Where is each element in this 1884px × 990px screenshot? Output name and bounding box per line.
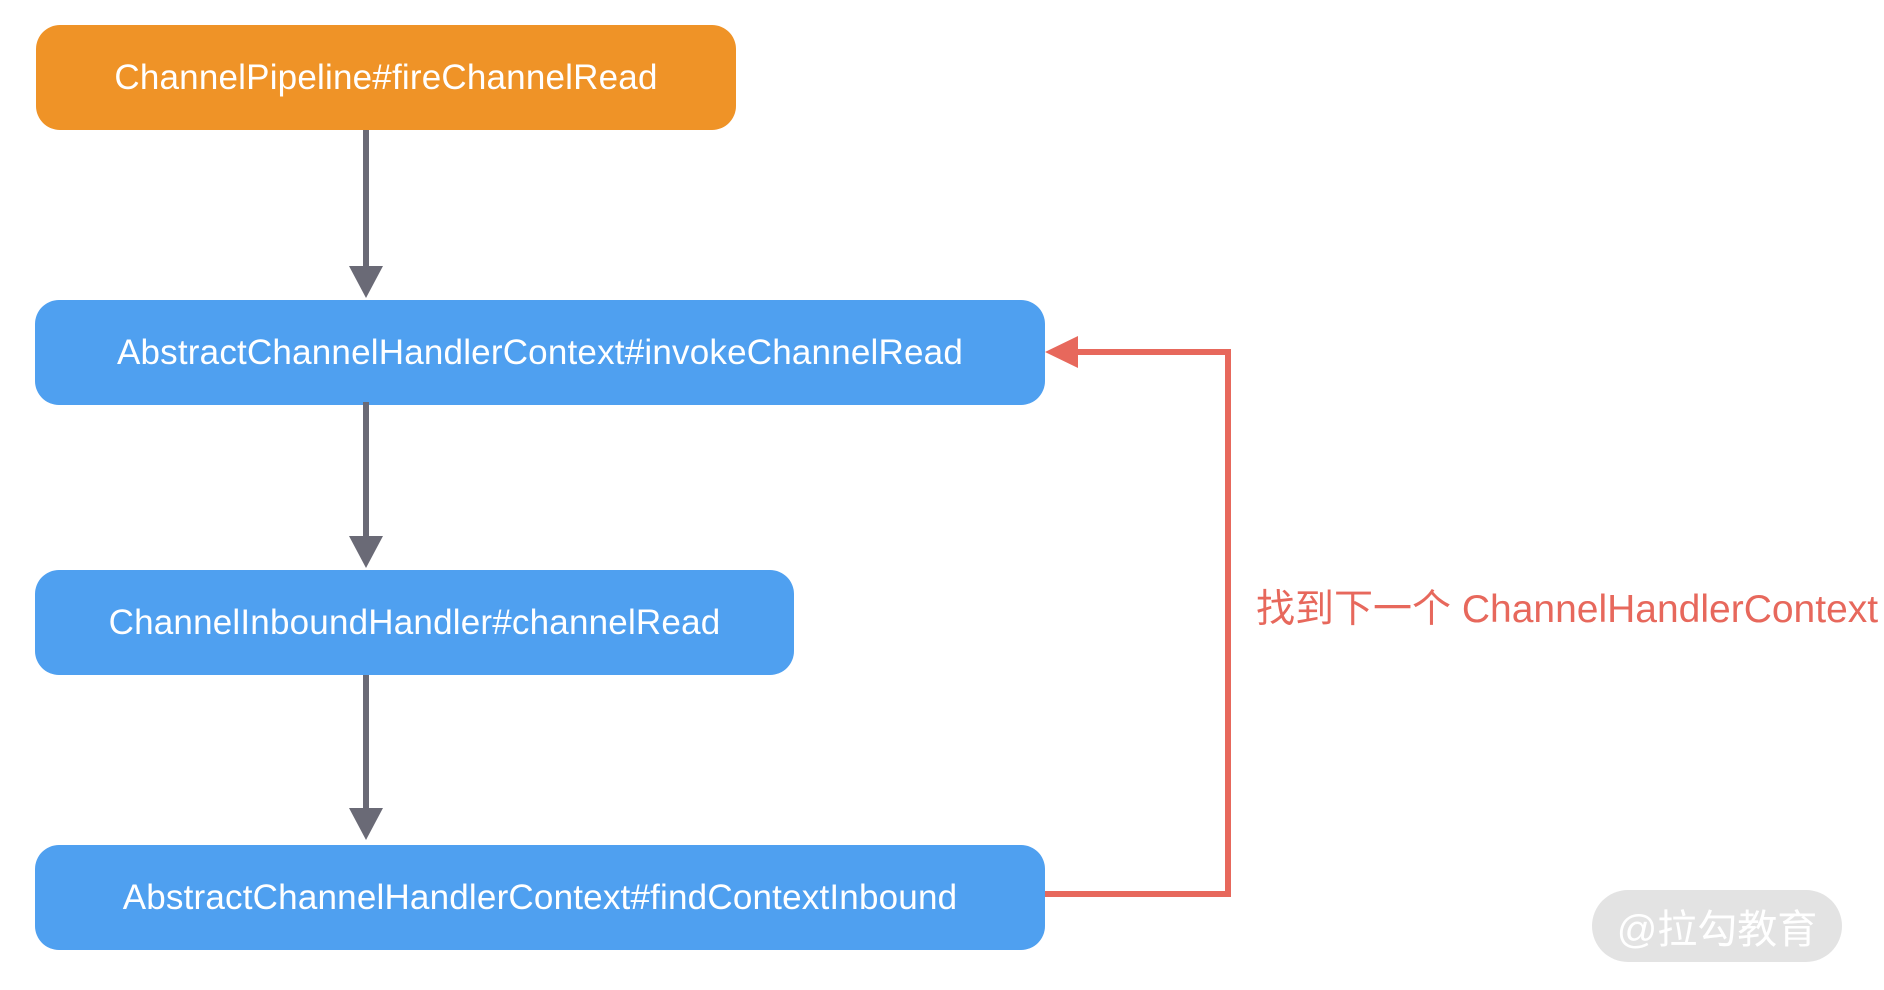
watermark-badge: @拉勾教育 (1592, 890, 1842, 962)
edge-invoke-to-read-line (363, 402, 369, 538)
watermark-label: @拉勾教育 (1616, 908, 1818, 952)
node-abstract-context-invoke-channel-read: AbstractChannelHandlerContext#invokeChan… (35, 300, 1045, 405)
node-channel-inbound-handler-channel-read: ChannelInboundHandler#channelRead (35, 570, 794, 675)
loop-edge-top-segment (1078, 349, 1231, 355)
edge-read-to-find-line (363, 675, 369, 810)
arrowhead-down-icon (349, 536, 383, 568)
arrowhead-left-icon (1045, 336, 1078, 368)
node-abstract-context-find-context-inbound: AbstractChannelHandlerContext#findContex… (35, 845, 1045, 950)
node-channel-pipeline-fire-channel-read: ChannelPipeline#fireChannelRead (36, 25, 736, 130)
arrowhead-down-icon (349, 266, 383, 298)
edge-fire-to-invoke-line (363, 130, 369, 268)
loop-edge-bottom-segment (1045, 891, 1231, 897)
arrowhead-down-icon (349, 808, 383, 840)
loop-edge-vertical-segment (1225, 349, 1231, 897)
loop-annotation-label: 找到下一个 ChannelHandlerContext (1256, 588, 1879, 631)
